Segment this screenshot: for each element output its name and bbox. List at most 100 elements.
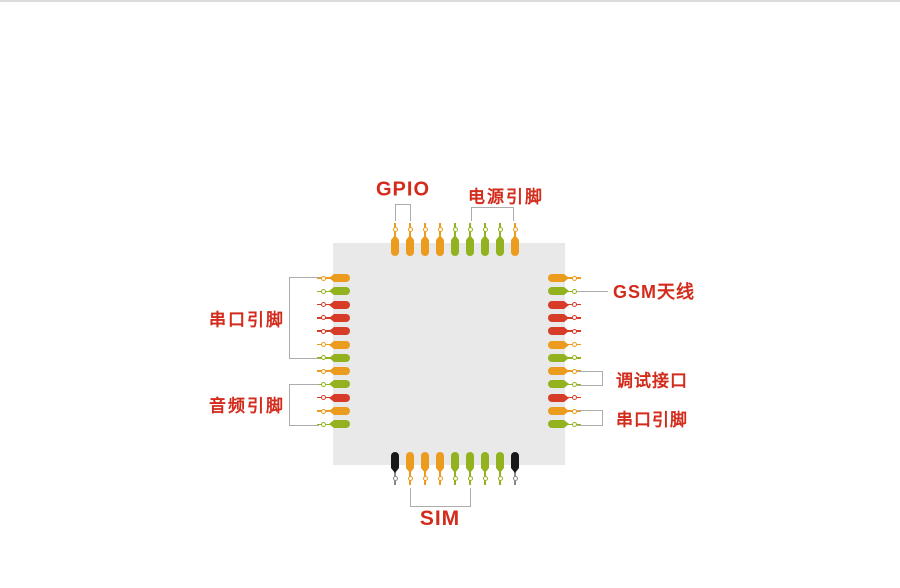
serial-pins-right-bracket	[577, 410, 603, 426]
pin-top-7-tip	[481, 235, 489, 240]
pin-right-2-tip	[564, 287, 569, 296]
pin-bottom-9-ring	[512, 476, 518, 481]
pin-right-6-ring	[572, 342, 577, 347]
pin-right-9-tip	[564, 380, 569, 389]
pin-left-4-body	[334, 313, 350, 322]
pin-right-8-ring	[572, 368, 577, 374]
pin-left-10-body	[334, 393, 350, 402]
pin-right-11-body	[548, 407, 564, 415]
pin-right-12-body	[548, 420, 564, 429]
pin-left-11-body	[334, 407, 350, 415]
pin-bottom-5-tip	[451, 468, 459, 473]
pin-bottom-2-tip	[406, 468, 414, 473]
pin-left-4-ring	[321, 315, 326, 321]
pin-left-7-tip	[329, 353, 334, 362]
pin-bottom-7-body	[481, 452, 489, 468]
pin-left-7-ring	[321, 355, 326, 361]
pin-right-4-ring	[572, 315, 577, 321]
pin-right-10-ring	[572, 395, 577, 401]
pin-left-12-ring	[321, 421, 326, 427]
pin-top-4-ring	[437, 227, 443, 232]
pin-left-6-ring	[321, 342, 326, 347]
pin-left-1-body	[334, 274, 350, 282]
debug-interface-label: 调试接口	[616, 371, 688, 390]
pin-left-5-tip	[329, 327, 334, 336]
pin-right-6-body	[548, 340, 564, 349]
pin-left-9-ring	[321, 381, 326, 387]
pin-top-5-ring	[452, 227, 458, 232]
pin-right-3-ring	[572, 302, 577, 308]
pin-top-7-ring	[482, 227, 488, 232]
chip-body	[333, 243, 565, 465]
pin-top-5-tip	[451, 235, 459, 240]
pin-right-10-tip	[564, 393, 569, 402]
pin-top-2-tip	[406, 235, 414, 240]
pin-left-12-tip	[329, 420, 334, 429]
serial-pins-right-label: 串口引脚	[616, 410, 688, 430]
pin-right-4-tip	[564, 313, 569, 322]
pin-right-11-ring	[572, 408, 577, 414]
pin-right-2-body	[548, 287, 564, 296]
pin-right-2-ring	[572, 288, 577, 294]
audio-pins-label: 音频引脚	[209, 396, 285, 416]
pin-left-5-body	[334, 327, 350, 336]
pin-top-8-ring	[497, 227, 503, 232]
pin-right-1-ring	[572, 275, 577, 281]
pin-top-4-tip	[436, 235, 444, 240]
pin-right-9-body	[548, 380, 564, 389]
pin-right-12-ring	[572, 421, 577, 427]
pin-bottom-1-body	[391, 452, 399, 468]
pin-top-2-body	[406, 240, 414, 256]
pin-bottom-2-ring	[407, 476, 413, 481]
pin-bottom-4-tip	[436, 468, 444, 473]
pin-right-3-body	[548, 300, 564, 309]
pin-left-9-body	[334, 380, 350, 389]
pin-left-3-body	[334, 300, 350, 309]
pin-bottom-3-ring	[422, 476, 428, 481]
pin-left-3-ring	[321, 302, 326, 308]
pin-bottom-9-tip	[511, 468, 519, 473]
pin-top-8-tip	[496, 235, 504, 240]
pin-left-8-tip	[329, 367, 334, 376]
pin-bottom-6-body	[466, 452, 474, 468]
pin-right-8-tip	[564, 367, 569, 376]
pin-right-1-tip	[564, 274, 569, 282]
pin-right-1-body	[548, 274, 564, 282]
pin-bottom-9-body	[511, 452, 519, 468]
pin-top-3-tip	[421, 235, 429, 240]
pin-left-11-tip	[329, 407, 334, 415]
gsm-antenna-line	[577, 290, 608, 292]
pin-bottom-8-body	[496, 452, 504, 468]
pin-top-9-tip	[511, 235, 519, 240]
pin-right-6-tip	[564, 340, 569, 349]
pin-bottom-8-tip	[496, 468, 504, 473]
debug-interface-bracket	[577, 370, 603, 386]
pin-left-9-tip	[329, 380, 334, 389]
pin-left-12-body	[334, 420, 350, 429]
pin-right-12-tip	[564, 420, 569, 429]
pin-top-7-body	[481, 240, 489, 256]
pin-bottom-5-body	[451, 452, 459, 468]
pin-left-7-body	[334, 353, 350, 362]
gpio-bracket	[394, 204, 411, 221]
pin-right-9-ring	[572, 381, 577, 387]
power-pins-bracket	[471, 207, 514, 221]
pin-top-8-body	[496, 240, 504, 256]
pin-right-5-tip	[564, 327, 569, 336]
pin-top-2-ring	[407, 227, 413, 232]
pin-bottom-4-ring	[437, 476, 443, 481]
pin-bottom-3-tip	[421, 468, 429, 473]
serial-pins-left-label: 串口引脚	[209, 310, 285, 330]
sim-label: SIM	[419, 507, 461, 530]
pin-bottom-8-ring	[497, 476, 503, 481]
sim-bracket	[409, 488, 471, 507]
pin-right-7-body	[548, 353, 564, 362]
pin-bottom-4-body	[436, 452, 444, 468]
pin-top-1-ring	[392, 227, 398, 232]
pin-left-3-tip	[329, 300, 334, 309]
pin-left-2-ring	[321, 288, 326, 294]
gsm-antenna-label: GSM天线	[613, 282, 696, 302]
pin-right-3-tip	[564, 300, 569, 309]
pin-right-5-ring	[572, 328, 577, 334]
